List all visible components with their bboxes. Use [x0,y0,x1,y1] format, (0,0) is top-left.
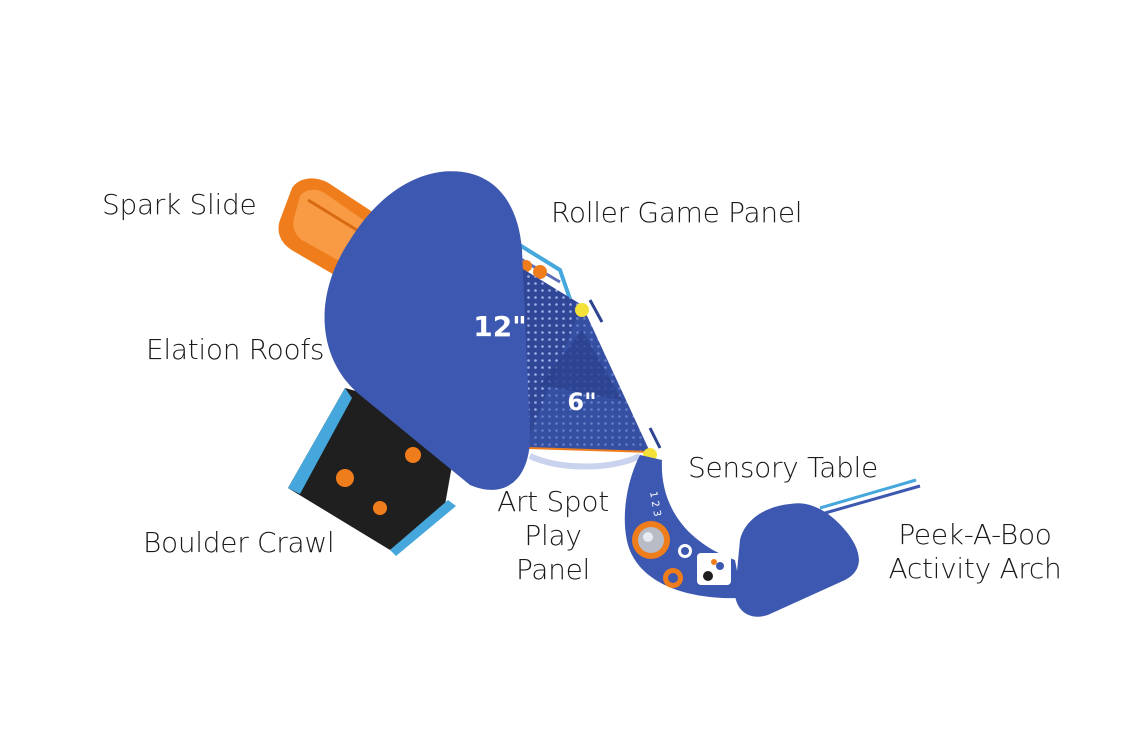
peek-a-boo-roof [735,503,859,617]
label-peek-a-boo-line1: Peek-A-Boo [898,518,1052,551]
label-roller-game-panel: Roller Game Panel [551,196,803,229]
label-art-spot-line1: Art Spot [497,485,609,518]
label-elation-roofs: Elation Roofs [146,333,325,366]
label-sensory-table: Sensory Table [688,451,878,484]
roof-height-large: 12" [473,310,527,343]
peek-a-boo-rail [817,478,921,517]
label-spark-slide: Spark Slide [102,188,257,221]
boulder-hold [405,447,421,463]
label-art-spot-play-panel: Art Spot Play Panel [488,485,618,587]
yellow-post-cap [575,303,589,317]
label-boulder-crawl: Boulder Crawl [143,526,335,559]
art-spot-play-panel: 1 2 3 [624,455,742,599]
roof-height-small: 6" [567,388,596,416]
boulder-hold [373,501,387,515]
game-block [697,553,731,585]
label-art-spot-line2: Play Panel [515,519,591,586]
large-roof: 12" [324,171,531,490]
small-roof: 6" [500,255,662,470]
boulder-hold [336,469,354,487]
label-peek-a-boo-activity-arch: Peek-A-Boo Activity Arch [880,518,1070,586]
label-peek-a-boo-line2: Activity Arch [888,552,1062,585]
panel-number-strip: 1 2 3 [647,491,662,518]
